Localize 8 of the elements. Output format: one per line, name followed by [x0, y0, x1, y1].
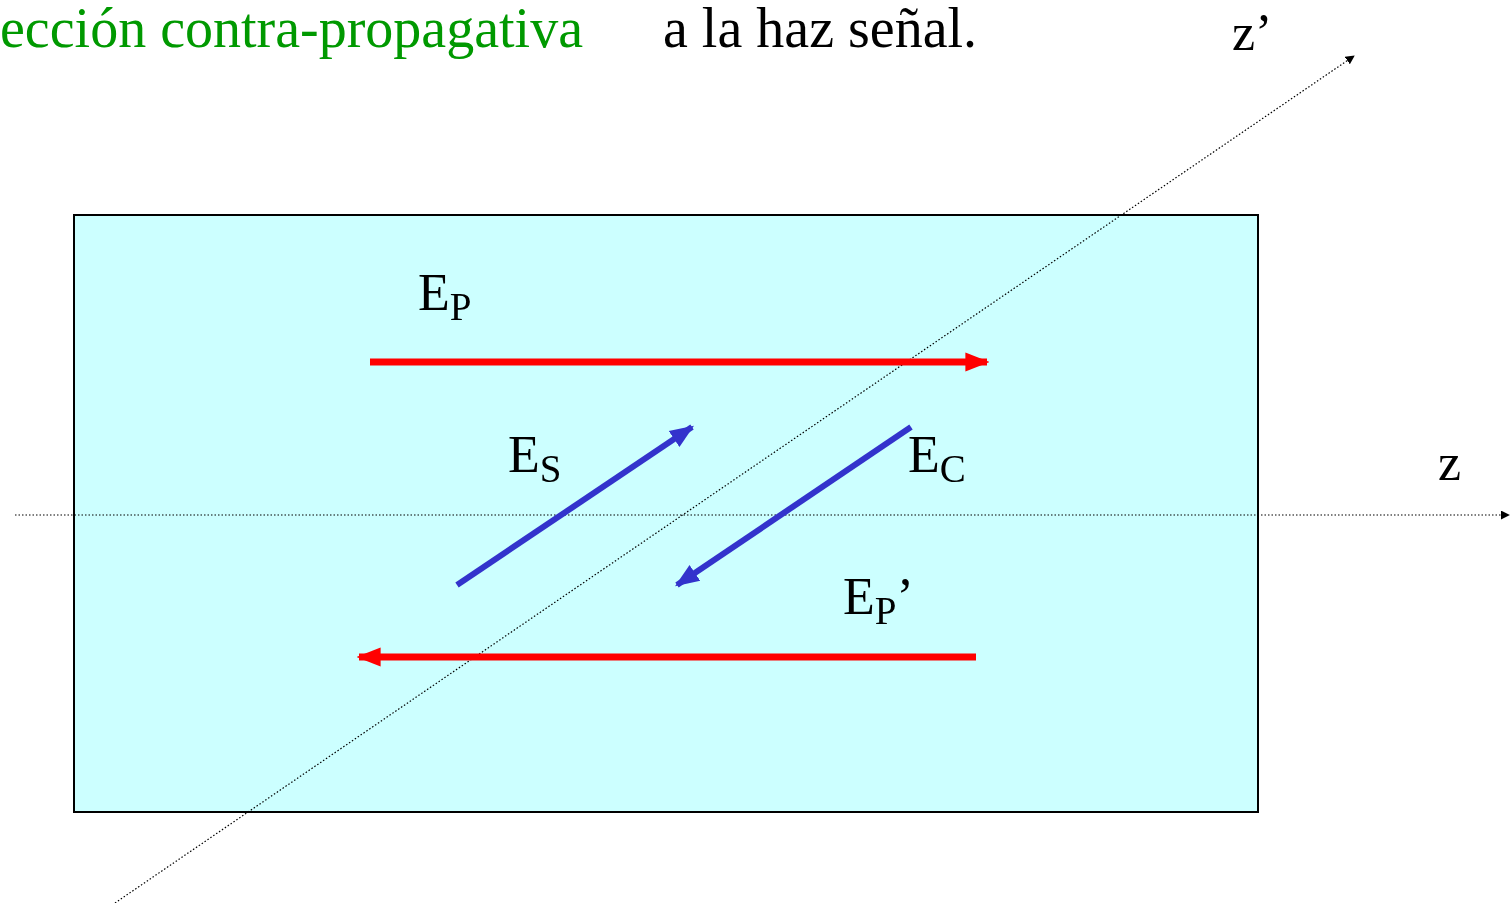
medium-box [73, 214, 1259, 813]
field-label: E$_{P}$’ [843, 567, 914, 629]
field-label: E$_{C}$ [908, 425, 966, 487]
axis-label: z’ [1232, 3, 1273, 63]
heading-text: a la haz señal. [663, 0, 978, 56]
field-label: E$_{S}$ [508, 425, 562, 487]
field-label: E$_{P}$ [418, 263, 472, 325]
axis-label: z [1438, 433, 1462, 493]
